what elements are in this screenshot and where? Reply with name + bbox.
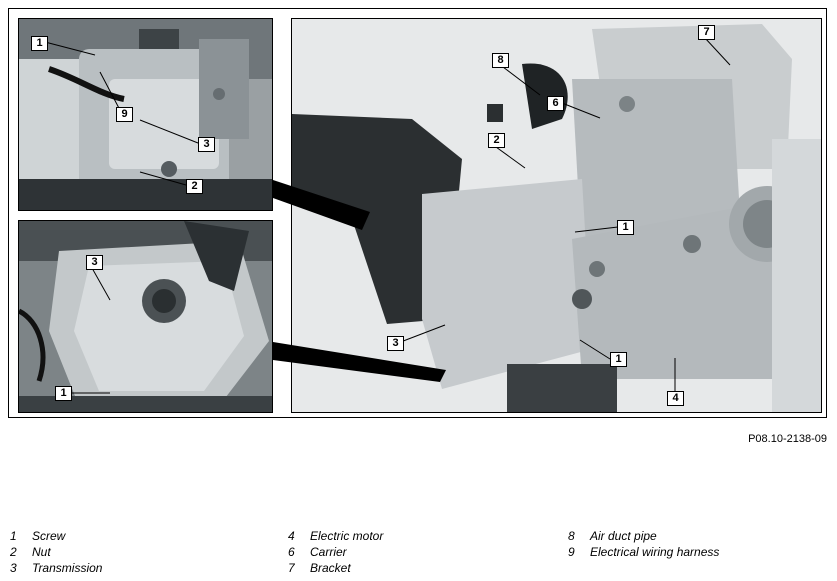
legend-label: Bracket [310,561,351,575]
legend-item: 9 Electrical wiring harness [568,544,719,560]
legend-label: Nut [32,545,51,559]
legend-column-3: 8 Air duct pipe 9 Electrical wiring harnes… [568,528,719,560]
legend-item: 2 Nut [10,544,102,560]
callout-main-3: 3 [387,336,404,351]
legend-number: 2 [10,545,17,559]
figure-reference: P08.10-2138-09 [748,433,827,445]
legend-number: 4 [288,529,295,543]
callout-main-6: 6 [547,96,564,111]
callout-main-2: 2 [488,133,505,148]
callout-bl-1: 1 [55,386,72,401]
legend-item: 1 Screw [10,528,102,544]
legend-item: 3 Transmission [10,560,102,576]
legend-item: 8 Air duct pipe [568,528,719,544]
callout-bl-3: 3 [86,255,103,270]
callout-tl-9: 9 [116,107,133,122]
legend-item: 4 Electric motor [288,528,383,544]
callout-main-1a: 1 [617,220,634,235]
callout-tl-2: 2 [186,179,203,194]
legend-label: Electric motor [310,529,384,543]
legend-number: 3 [10,561,17,575]
legend-number: 9 [568,545,575,559]
legend-label: Transmission [32,561,103,575]
legend-number: 7 [288,561,295,575]
callout-main-7: 7 [698,25,715,40]
legend: 1 Screw 2 Nut 3 Transmission 4 Electric moto… [10,528,830,578]
detail-photo-bottom-left [18,220,273,413]
callout-main-1b: 1 [610,352,627,367]
callout-tl-1: 1 [31,36,48,51]
legend-number: 6 [288,545,295,559]
legend-number: 8 [568,529,575,543]
legend-label: Electrical wiring harness [590,545,720,559]
legend-label: Air duct pipe [590,529,657,543]
detail-photo-top-left [18,18,273,211]
legend-column-2: 4 Electric motor 6 Carrier 7 Bracket [288,528,383,576]
legend-number: 1 [10,529,17,543]
legend-column-1: 1 Screw 2 Nut 3 Transmission [10,528,102,576]
legend-label: Screw [32,529,66,543]
legend-item: 7 Bracket [288,560,383,576]
callout-main-8: 8 [492,53,509,68]
legend-label: Carrier [310,545,347,559]
callout-main-4: 4 [667,391,684,406]
legend-item: 6 Carrier [288,544,383,560]
main-photo [291,18,822,413]
callout-tl-3: 3 [198,137,215,152]
